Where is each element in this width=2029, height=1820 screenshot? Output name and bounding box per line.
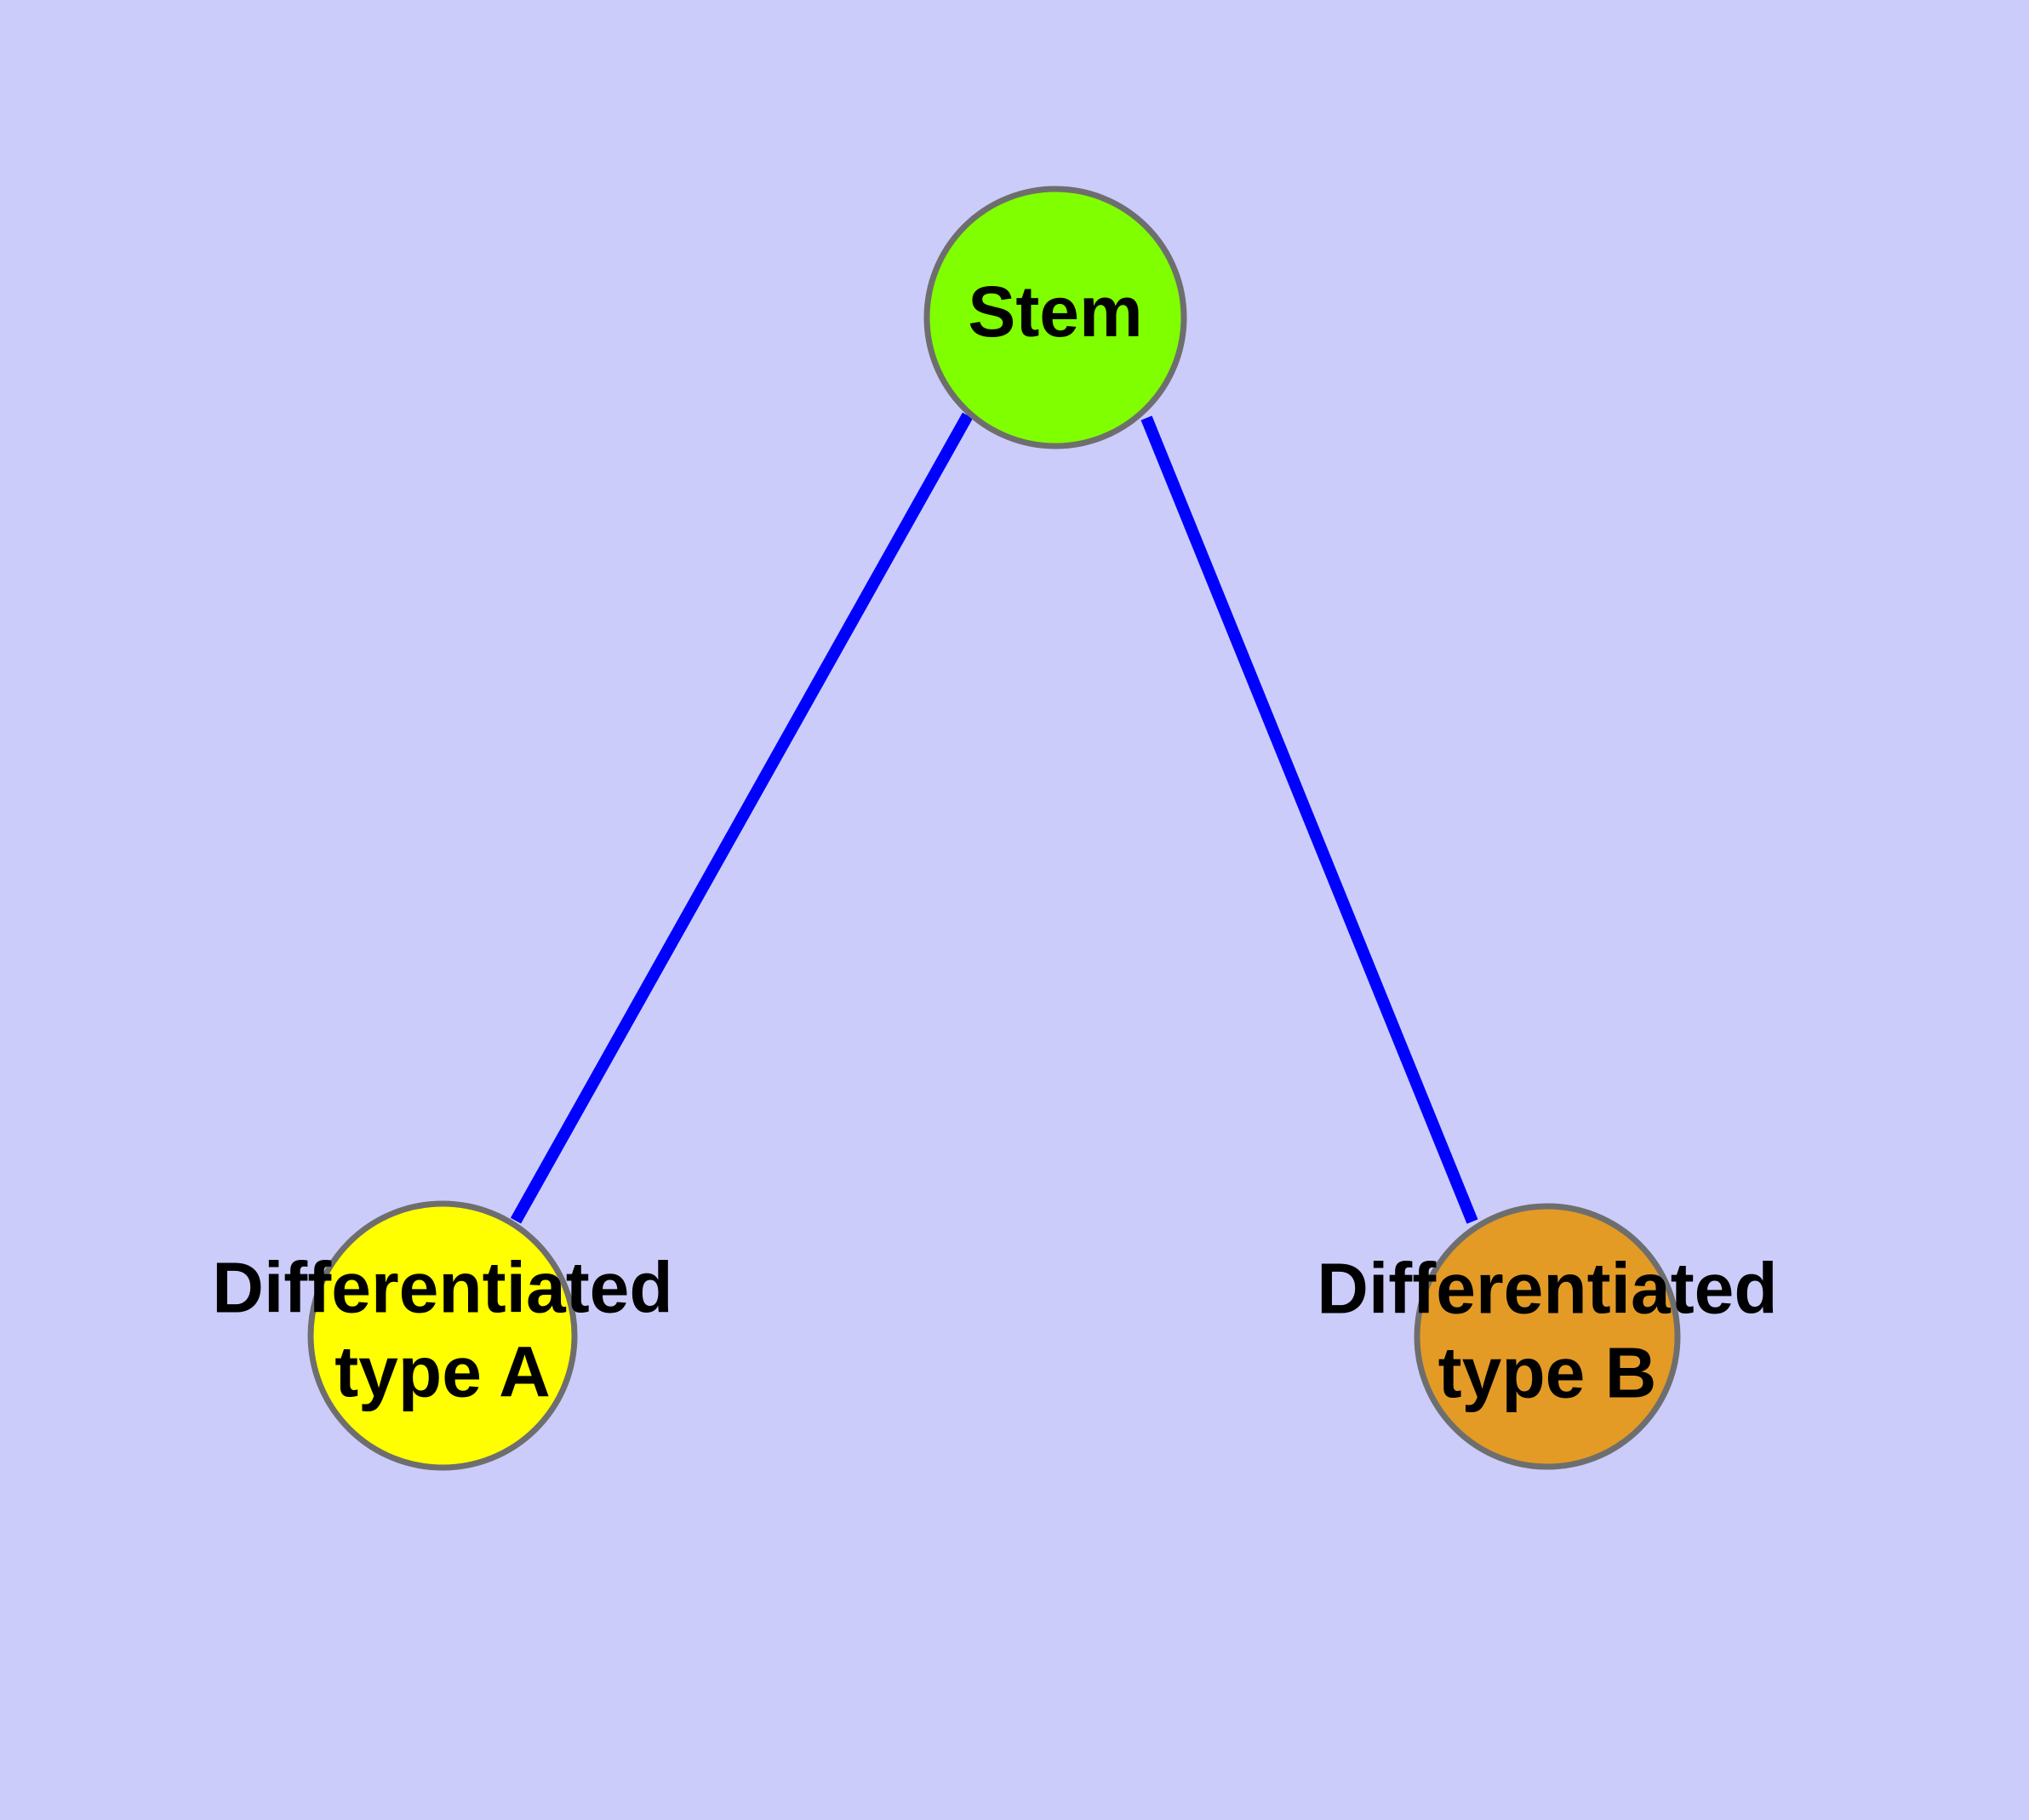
edge-layer <box>510 412 1478 1224</box>
node-label-layer: Stem Differentiated type A Differentiate… <box>212 272 1777 1413</box>
node-stem-label: Stem <box>968 272 1142 352</box>
node-type-a-label-line1: Differentiated <box>212 1248 672 1328</box>
node-type-a-label-line2: type A <box>334 1332 551 1412</box>
node-stem-circle[interactable] <box>923 186 1187 449</box>
edge-stem-to-type-a[interactable] <box>510 412 974 1224</box>
node-type-b-label-line1: Differentiated <box>1317 1249 1777 1329</box>
node-layer <box>307 186 1681 1471</box>
node-differentiated-type-a-circle[interactable] <box>307 1200 578 1471</box>
edge-stem-to-type-b[interactable] <box>1140 415 1478 1224</box>
node-differentiated-type-b-circle[interactable] <box>1414 1203 1681 1470</box>
node-type-b-label-line2: type B <box>1438 1333 1657 1413</box>
